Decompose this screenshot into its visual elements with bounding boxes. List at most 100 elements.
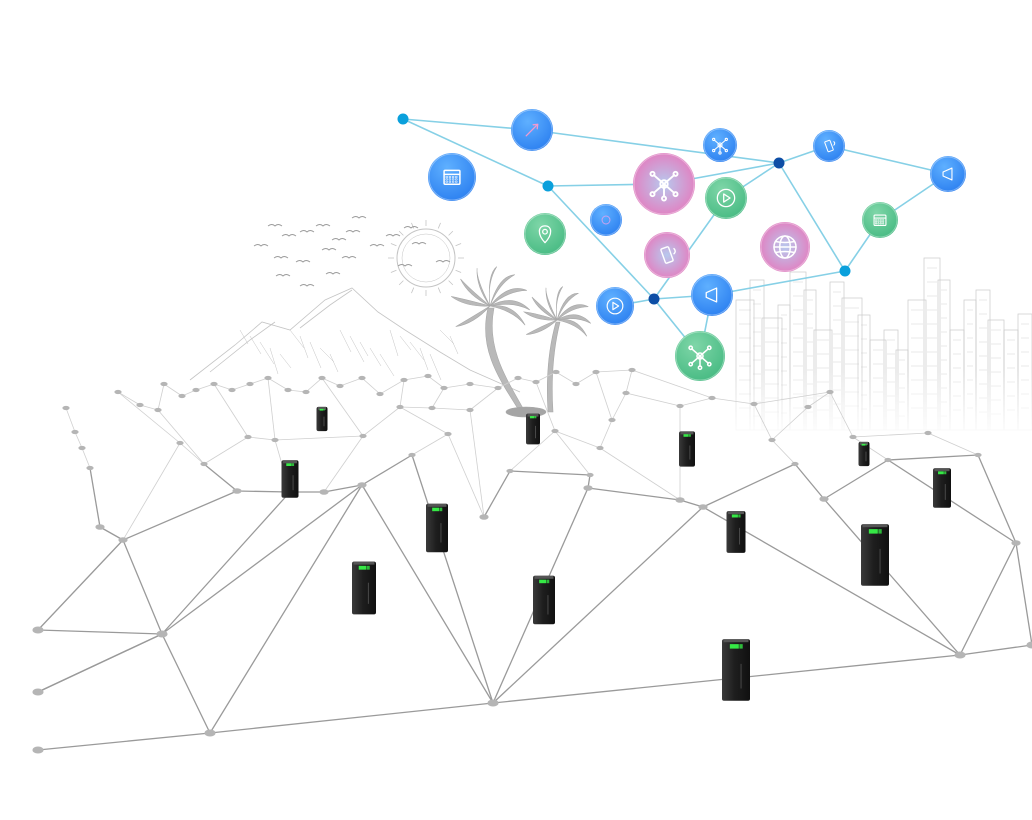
server-led: [323, 408, 325, 411]
icon-part: [697, 365, 703, 371]
mesh-node: [1011, 540, 1021, 546]
mountain-hatch: [279, 353, 292, 369]
server-body: [726, 511, 746, 553]
icon-part: [452, 178, 455, 181]
mesh-edge: [595, 371, 613, 421]
mesh-node: [698, 504, 708, 510]
bubble-calendar: [428, 153, 476, 201]
mesh-edge: [163, 383, 183, 397]
city-fade: [720, 370, 1032, 440]
palm-frond: [522, 311, 558, 321]
mesh-edge: [595, 369, 633, 373]
server-led: [938, 471, 944, 475]
mesh-node: [358, 375, 366, 381]
mesh-edge: [492, 506, 704, 704]
bubble-rim: [930, 156, 966, 192]
server-top: [860, 441, 868, 445]
mountain-hatch: [409, 341, 425, 361]
icon-part: [445, 176, 448, 178]
server-led: [286, 463, 292, 467]
bird: [295, 260, 311, 263]
server-top: [283, 460, 297, 464]
megaphone-icon: [705, 287, 718, 303]
mesh-edge: [213, 383, 249, 438]
bubble-globe: [760, 222, 810, 272]
icon-part: [448, 176, 452, 178]
mountain-hatch: [449, 335, 459, 355]
icon-part: [649, 170, 656, 177]
bubble-calendar-green: [862, 202, 898, 238]
server-body: [316, 406, 328, 432]
bubble-rim: [644, 232, 690, 278]
mesh-edge: [157, 383, 165, 411]
mesh-edge: [321, 377, 364, 437]
mesh-node: [408, 452, 416, 458]
server-top: [680, 431, 694, 435]
server-led: [534, 416, 537, 419]
mesh-edge: [161, 491, 291, 635]
mesh-node: [532, 379, 540, 385]
palm-frond: [489, 305, 526, 326]
bird: [397, 264, 413, 267]
mesh-edge: [469, 383, 499, 389]
icon-part: [672, 170, 679, 177]
mesh-node: [428, 405, 436, 411]
mesh-edge: [267, 377, 276, 441]
server-tower: [526, 413, 540, 445]
icon-part: [718, 151, 722, 155]
bird: [253, 244, 269, 247]
mesh-edge: [575, 371, 597, 385]
calendar-icon: [443, 169, 461, 185]
mesh-edge: [209, 484, 363, 734]
mesh-node: [71, 429, 79, 435]
server-led: [439, 507, 443, 512]
mesh-edge: [431, 387, 445, 409]
calendar-icon: [873, 214, 887, 226]
mesh-edge: [711, 397, 755, 405]
mesh-edge: [807, 391, 831, 408]
mesh-node: [271, 437, 279, 443]
bubble-disc: [862, 202, 898, 238]
mountain-hatch: [249, 335, 262, 355]
server-led: [944, 471, 947, 475]
mesh-edge: [274, 435, 364, 441]
link-line: [402, 118, 533, 131]
sun-ray: [411, 287, 415, 294]
mesh-edge: [37, 629, 163, 635]
mesh-edge: [399, 406, 433, 409]
mesh-node: [400, 377, 408, 383]
play-icon: [716, 188, 736, 208]
mesh-edge: [611, 392, 627, 421]
mesh-edge: [339, 377, 363, 387]
mesh-node: [95, 524, 105, 530]
mesh-node: [232, 488, 242, 494]
bubble-play: [596, 287, 634, 325]
bubble-disc: [930, 156, 966, 192]
server-led: [731, 514, 738, 518]
mesh-node: [319, 489, 329, 495]
palm-frond: [460, 278, 491, 307]
icon-part: [875, 222, 877, 225]
server-body: [722, 639, 750, 701]
mesh-edge: [852, 432, 929, 438]
mesh-edge: [887, 454, 979, 461]
bubble-mobile: [644, 232, 690, 278]
server-body: [426, 503, 448, 553]
mesh-edge: [37, 539, 124, 631]
palm-frond: [556, 314, 592, 324]
icon-part: [455, 180, 458, 183]
mesh-edge: [852, 436, 889, 461]
icon-part: [699, 355, 710, 364]
mesh-node: [849, 434, 857, 440]
server-tower: [426, 503, 448, 553]
server-led: [688, 434, 691, 437]
mesh-edge: [122, 442, 181, 541]
mesh-edge: [469, 409, 485, 518]
server-led: [729, 644, 739, 649]
server-tower: [679, 431, 695, 467]
bird: [325, 272, 341, 275]
ground-mesh: [32, 367, 1032, 754]
mesh-node: [608, 417, 616, 423]
bird: [273, 256, 289, 259]
bubble-rim: [633, 153, 695, 215]
